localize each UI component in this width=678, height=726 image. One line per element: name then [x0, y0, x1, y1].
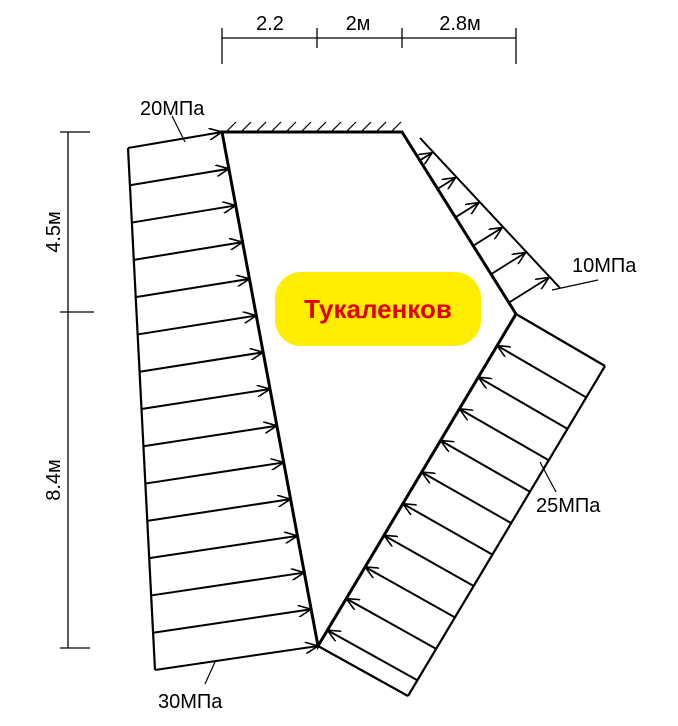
pressure-arrow — [133, 242, 243, 261]
pressure-arrow — [420, 153, 432, 161]
pressure-arrow — [422, 472, 512, 525]
hatch-tick — [375, 121, 387, 133]
left-dim-label-2: 8.4м — [43, 459, 65, 501]
pressure-arrow — [441, 440, 531, 493]
pressure-arrow — [454, 203, 478, 219]
hatch-tick — [270, 121, 282, 133]
hatch-tick — [240, 121, 252, 133]
pressure-arrow — [127, 132, 222, 149]
pressure-arrow — [459, 409, 550, 462]
leader-10mpa — [551, 279, 599, 291]
pressure-arrow — [365, 567, 456, 619]
hatch-tick — [360, 121, 372, 133]
pressure-arrow — [150, 573, 304, 597]
hatch-tick — [390, 121, 402, 133]
leader-30mpa — [204, 661, 216, 685]
hatch-tick — [345, 121, 357, 133]
pressure-arrow — [149, 536, 297, 560]
pressure-arrow — [147, 499, 290, 522]
right-upper-pressure-arrows — [420, 153, 549, 304]
pressure-arrow — [472, 228, 502, 247]
leader-25mpa — [539, 461, 557, 493]
author-name-badge: Тукаленков — [275, 272, 481, 346]
pressure-arrow — [384, 535, 475, 587]
fixed-support-hatching — [222, 121, 402, 134]
top-dim-label-3: 2.8м — [439, 13, 481, 35]
pressure-arrow — [154, 646, 318, 671]
hatch-tick — [255, 121, 267, 133]
pressure-arrow — [145, 462, 283, 485]
right-lower-pressure-diagram — [317, 313, 606, 697]
pressure-arrow — [508, 277, 549, 304]
load-label-30mpa: 30МПа — [158, 691, 223, 713]
pressure-arrow — [152, 609, 311, 634]
pressure-arrow — [139, 352, 264, 373]
top-dim-label-1: 2.2 — [256, 13, 284, 35]
left-dim-label-1: 4.5м — [43, 211, 65, 253]
pressure-arrow — [141, 389, 271, 410]
load-label-25mpa: 25МПа — [536, 495, 601, 517]
pressure-arrow — [131, 205, 236, 224]
pressure-arrow — [143, 426, 276, 448]
pressure-arrow — [327, 630, 418, 682]
hatch-tick — [315, 121, 327, 133]
hatch-tick — [285, 121, 297, 133]
hatch-tick — [330, 121, 342, 133]
pressure-arrow — [346, 599, 437, 650]
load-label-20mpa: 20МПа — [140, 98, 205, 120]
pressure-arrow — [129, 169, 229, 187]
leader-20mpa — [171, 115, 186, 143]
top-dim-label-2: 2м — [346, 13, 371, 35]
pressure-arrow — [135, 279, 250, 299]
hatch-tick — [225, 121, 237, 133]
left-dimension-line — [60, 131, 94, 649]
pressure-arrow — [137, 316, 257, 336]
top-dimension-line — [221, 28, 517, 64]
left-pressure-arrows — [127, 132, 318, 671]
pressure-arrow — [437, 178, 456, 189]
pressure-arrow — [497, 346, 587, 399]
pressure-arrow — [478, 377, 568, 430]
right-lower-pressure-arrows — [327, 346, 587, 682]
pressure-arrow — [490, 253, 526, 275]
right-upper-pressure-diagram — [419, 137, 561, 289]
pressure-arrow — [403, 504, 493, 556]
load-label-10mpa: 10МПа — [572, 255, 637, 277]
hatch-tick — [300, 121, 312, 133]
